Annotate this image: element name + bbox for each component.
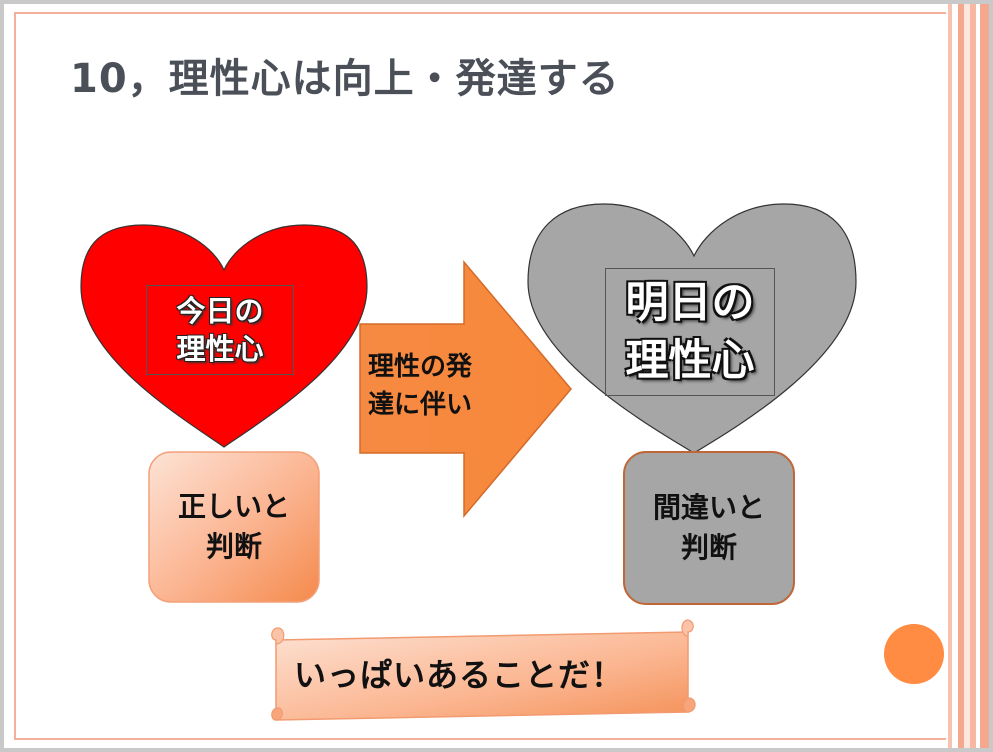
left-heart-label: 今日の 理性心 [146, 285, 294, 375]
transition-arrow [359, 259, 572, 519]
right-border-stripe [946, 4, 989, 748]
bottom-border-line [14, 738, 949, 740]
left-box-line2: 判断 [205, 530, 262, 563]
right-heart-line1: 明日の [625, 278, 755, 328]
left-heart-line1: 今日の [176, 294, 264, 328]
left-judgement-box [148, 451, 320, 603]
right-box-line1: 間違いと [652, 491, 765, 524]
right-judgement-box [623, 451, 795, 605]
top-border-line [14, 12, 949, 14]
left-border-line [14, 12, 16, 740]
left-heart-line2: 理性心 [176, 332, 264, 366]
slide-title: 10，理性心は向上・発達する [70, 56, 620, 102]
left-box-label: 正しいと 判断 [149, 452, 319, 602]
right-box-label: 間違いと 判断 [624, 452, 794, 604]
slide: 10，理性心は向上・発達する [4, 4, 989, 748]
arrow-line1: 理性の発 [368, 352, 473, 382]
right-heart-label: 明日の 理性心 [605, 268, 775, 396]
right-box-line2: 判断 [680, 531, 737, 564]
left-box-line1: 正しいと [177, 490, 290, 523]
banner-label: いっぱいあることだ！ [294, 656, 625, 694]
arrow-label: 理性の発 達に伴い [368, 348, 508, 424]
arrow-line2: 達に伴い [368, 390, 473, 420]
scroll-banner [271, 619, 696, 721]
left-heart-shape [80, 224, 368, 448]
right-heart-line2: 理性心 [625, 336, 755, 386]
accent-dot [884, 624, 944, 684]
